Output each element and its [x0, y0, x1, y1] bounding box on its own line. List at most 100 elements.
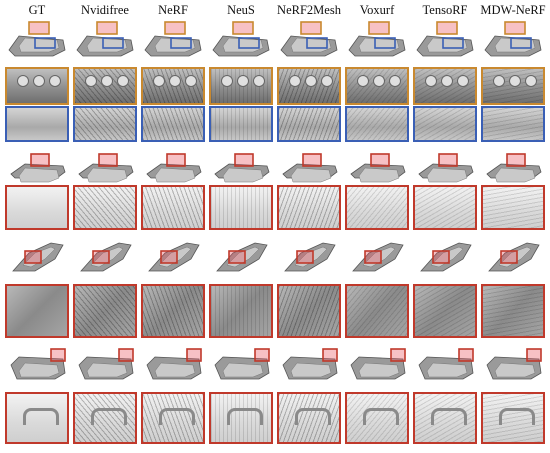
boat-angled-view-thumbnail — [209, 237, 273, 277]
highlight-box — [164, 21, 186, 35]
highlight-box — [232, 21, 254, 35]
deck-equipment-shape — [441, 75, 453, 87]
boat-deck-shape — [226, 246, 260, 268]
boat-deck-shape — [294, 246, 328, 268]
boat-deck-shape — [498, 246, 532, 268]
hull-side-closeup-crop — [209, 106, 273, 142]
handle-closeup-crop — [141, 392, 205, 444]
deck-equipment-closeup-crop — [481, 67, 545, 105]
deck-equipment-shape — [389, 75, 401, 87]
highlight-box — [458, 348, 474, 362]
hull-side-closeup-crop — [5, 106, 69, 142]
handle-shape — [227, 408, 263, 425]
hull-side-closeup-crop — [277, 106, 341, 142]
deck-equipment-closeup-crop — [277, 67, 341, 105]
hull-surface-closeup-crop — [5, 185, 69, 230]
handle-closeup-crop — [209, 392, 273, 444]
boat-top-down-view-thumbnail — [141, 345, 205, 385]
column-header-mdw-nerf: MDW-NeRF — [480, 3, 546, 17]
deck-equipment-shape — [357, 75, 369, 87]
boat-top-down-view-thumbnail — [73, 345, 137, 385]
highlight-box — [98, 153, 118, 167]
deck-equipment-shape — [17, 75, 29, 87]
column-header-gt: GT — [28, 3, 46, 17]
highlight-box — [302, 153, 322, 167]
reconstruction-noise-texture — [483, 108, 543, 140]
handle-closeup-crop — [277, 392, 341, 444]
hull-surface-closeup-crop — [345, 185, 409, 230]
boat-deck-shape — [222, 37, 264, 53]
boat-angled-view-thumbnail — [141, 237, 205, 277]
boat-side-view-thumbnail — [209, 150, 273, 184]
highlight-box — [374, 37, 396, 49]
highlight-box — [102, 37, 124, 49]
handle-shape — [295, 408, 331, 425]
highlight-box — [30, 153, 50, 167]
boat-deck-shape — [18, 362, 60, 378]
highlight-box — [34, 37, 56, 49]
reconstruction-noise-texture — [347, 108, 407, 140]
highlight-box — [506, 153, 526, 167]
handle-closeup-crop — [5, 392, 69, 444]
hull-side-closeup-crop — [413, 106, 477, 142]
boat-angled-view-thumbnail — [413, 237, 477, 277]
boat-angled-view-thumbnail — [73, 237, 137, 277]
boat-deck-shape — [154, 37, 196, 53]
highlight-box — [526, 348, 542, 362]
boat-deck-shape — [358, 37, 400, 53]
boat-top-down-view-thumbnail — [277, 345, 341, 385]
boat-top-view-thumbnail — [481, 20, 545, 60]
deck-equipment-closeup-crop — [5, 67, 69, 105]
highlight-box — [510, 37, 532, 49]
highlight-box — [500, 250, 518, 264]
boat-deck-shape — [154, 362, 196, 378]
hull-surface-closeup-crop — [209, 185, 273, 230]
highlight-box — [118, 348, 134, 362]
highlight-box — [368, 21, 390, 35]
boat-deck-shape — [358, 362, 400, 378]
boat-deck-shape — [426, 37, 468, 53]
reconstruction-noise-texture — [279, 187, 339, 228]
boat-deck-shape — [290, 167, 332, 183]
reconstruction-noise-texture — [211, 187, 271, 228]
reconstruction-noise-texture — [415, 108, 475, 140]
boat-deck-shape — [290, 37, 332, 53]
boat-deck-shape — [222, 362, 264, 378]
deck-grid-closeup-crop — [277, 284, 341, 338]
boat-deck-shape — [86, 37, 128, 53]
deck-equipment-shape — [33, 75, 45, 87]
reconstruction-noise-texture — [143, 286, 203, 336]
boat-angled-view-thumbnail — [5, 237, 69, 277]
boat-angled-view-thumbnail — [481, 237, 545, 277]
deck-equipment-shape — [49, 75, 61, 87]
boat-top-down-view-thumbnail — [209, 345, 273, 385]
boat-deck-shape — [154, 167, 196, 183]
reconstruction-noise-texture — [143, 108, 203, 140]
hull-surface-closeup-crop — [141, 185, 205, 230]
deck-equipment-closeup-crop — [345, 67, 409, 105]
deck-equipment-shape — [457, 75, 469, 87]
boat-deck-shape — [426, 167, 468, 183]
highlight-box — [50, 348, 66, 362]
highlight-box — [296, 250, 314, 264]
hull-surface-closeup-crop — [277, 185, 341, 230]
highlight-box — [24, 250, 42, 264]
hull-surface-closeup-crop — [73, 185, 137, 230]
boat-side-view-thumbnail — [277, 150, 341, 184]
reconstruction-noise-texture — [483, 187, 543, 228]
handle-closeup-crop — [481, 392, 545, 444]
boat-deck-shape — [86, 362, 128, 378]
deck-grid-closeup-crop — [345, 284, 409, 338]
hull-side-closeup-crop — [481, 106, 545, 142]
deck-grid-closeup-crop — [481, 284, 545, 338]
boat-deck-shape — [158, 246, 192, 268]
boat-top-view-thumbnail — [209, 20, 273, 60]
boat-top-view-thumbnail — [5, 20, 69, 60]
reconstruction-noise-texture — [483, 286, 543, 336]
deck-grid-closeup-crop — [413, 284, 477, 338]
deck-equipment-shape — [101, 75, 113, 87]
highlight-box — [234, 153, 254, 167]
deck-equipment-closeup-crop — [141, 67, 205, 105]
handle-closeup-crop — [413, 392, 477, 444]
highlight-box — [438, 153, 458, 167]
